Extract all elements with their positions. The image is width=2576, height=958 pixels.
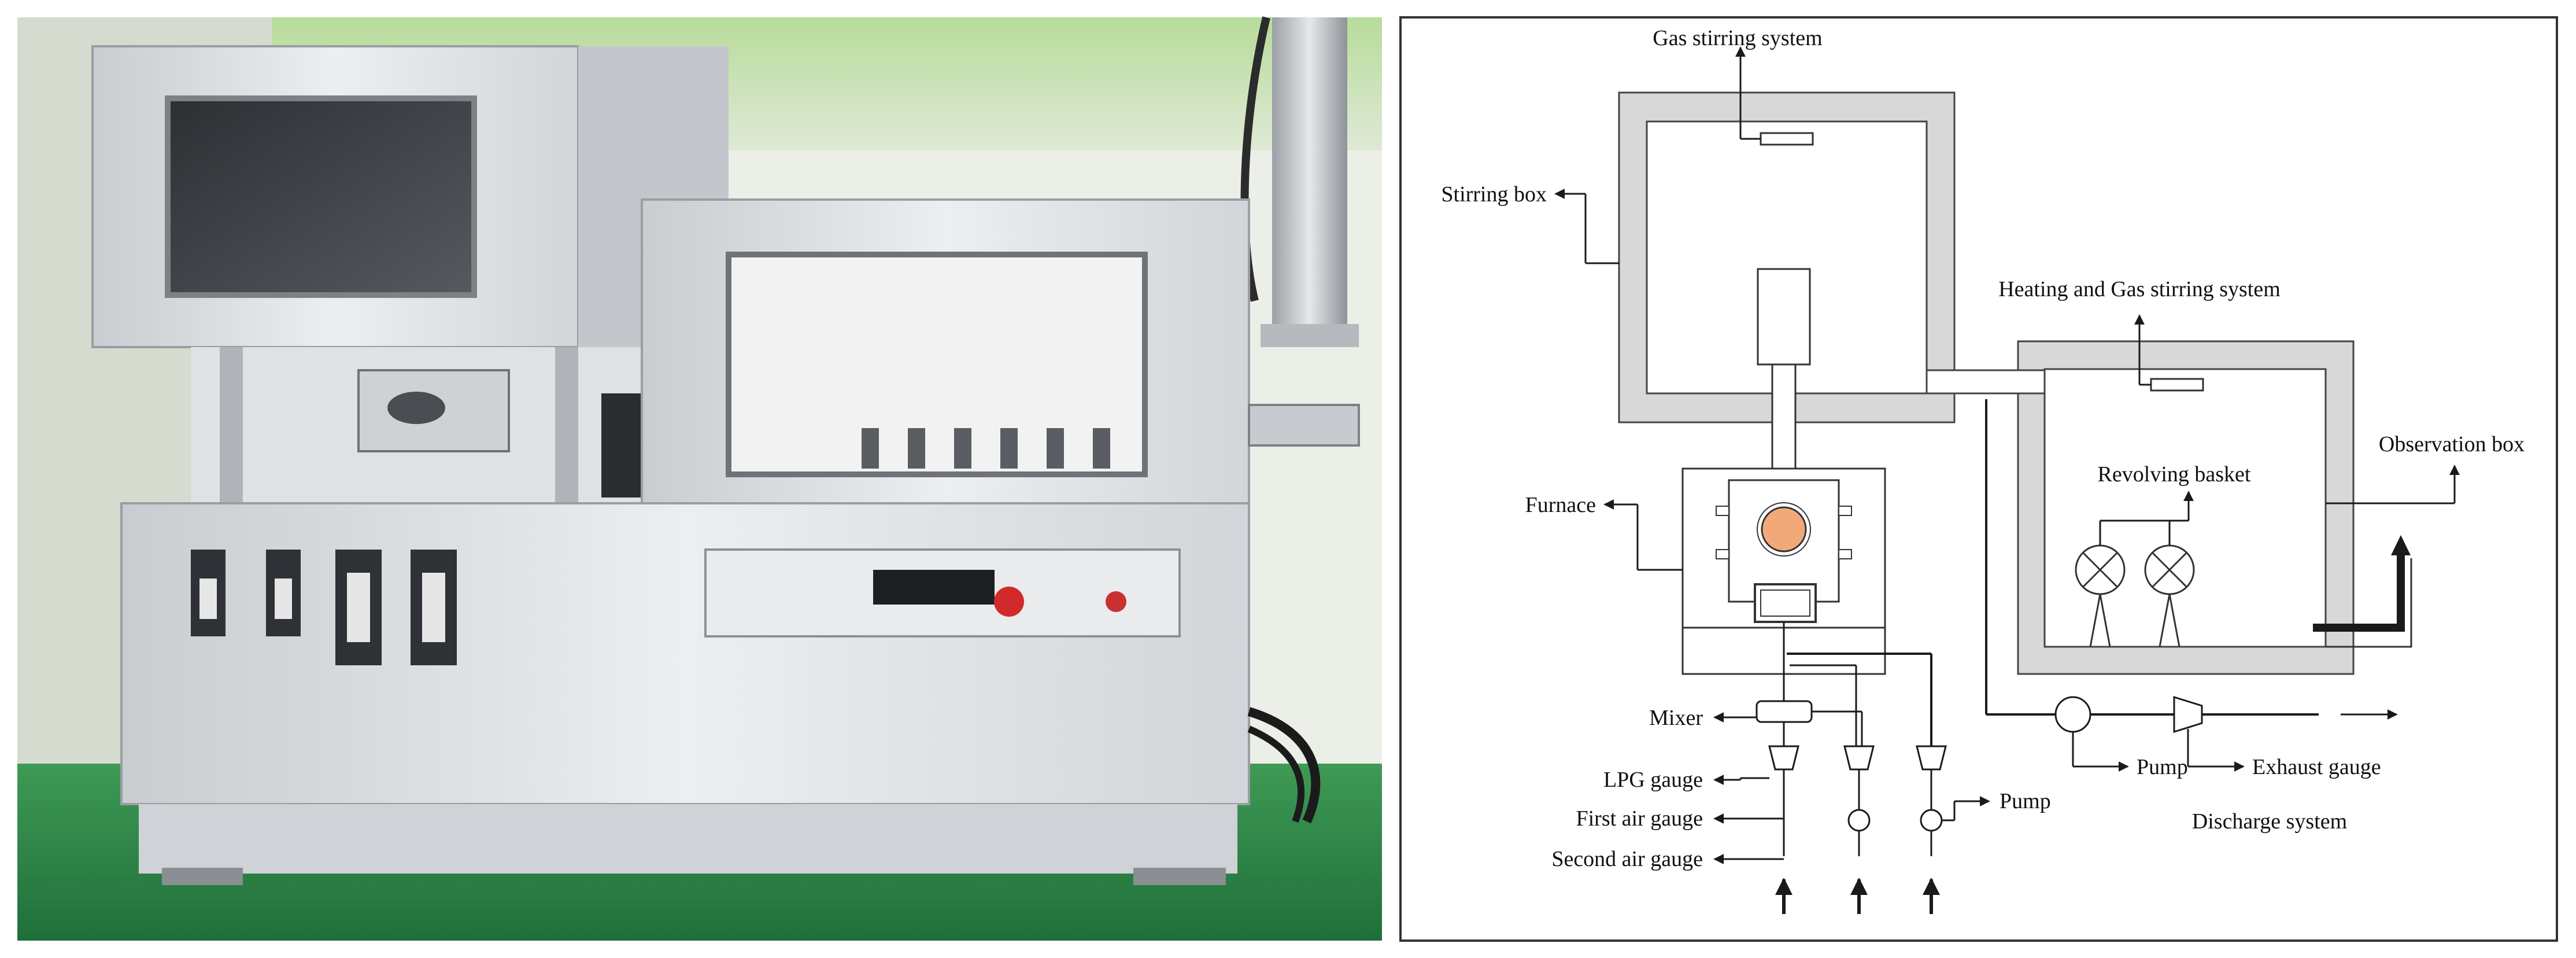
label-first-air-gauge: First air gauge <box>1576 806 1703 831</box>
lpg-gauge-symbol <box>1768 745 1799 771</box>
label-pump-discharge: Pump <box>2137 755 2188 779</box>
revolving-basket-schematic <box>2075 544 2195 647</box>
label-gas-stirring-system: Gas stirring system <box>1653 26 1822 50</box>
foot-right <box>1133 868 1226 885</box>
display <box>873 570 995 605</box>
furnace-tab <box>1716 549 1729 559</box>
label-stirring-box: Stirring box <box>1441 182 1547 207</box>
label-second-air-gauge: Second air gauge <box>1551 847 1703 871</box>
label-lpg-gauge: LPG gauge <box>1603 768 1703 792</box>
duct <box>1272 17 1347 341</box>
flue-pipe <box>1771 363 1797 473</box>
revolving-basket-fins <box>862 428 1110 469</box>
exhaust-gauge-symbol <box>2173 695 2203 734</box>
burner-flame <box>1761 506 1807 552</box>
outlet-arrowhead <box>2391 535 2411 555</box>
flow-gauges <box>191 550 457 665</box>
observation-window <box>726 252 1148 477</box>
apparatus-photo <box>17 16 1382 941</box>
heating-stirring-element <box>2150 378 2204 392</box>
mixer-symbol <box>1755 700 1813 723</box>
label-heating-gas-stirring: Heating and Gas stirring system <box>1998 277 2281 301</box>
cabinet-base <box>139 804 1237 874</box>
burner-ring <box>1757 502 1811 557</box>
label-revolving-basket: Revolving basket <box>2098 462 2251 487</box>
foot-left <box>162 868 243 885</box>
label-mixer: Mixer <box>1649 706 1703 730</box>
upper-window <box>165 95 477 298</box>
exhaust-nozzle <box>1248 404 1360 447</box>
gas-stirring-element <box>1760 132 1814 146</box>
label-exhaust-gauge: Exhaust gauge <box>2252 755 2381 779</box>
discharge-pump <box>2054 696 2091 733</box>
hose <box>1247 707 1321 824</box>
observation-outlet <box>2313 550 2405 632</box>
furnace-tab <box>1838 506 1852 516</box>
schematic-diagram: Gas stirring system Stirring box Heating… <box>1399 16 2558 942</box>
furnace-port-inner <box>1760 589 1810 617</box>
burner-gauge <box>387 392 445 424</box>
indicator-light <box>1106 591 1126 612</box>
label-furnace: Furnace <box>1525 493 1596 517</box>
hose-2 <box>1247 725 1304 823</box>
first-air-pump <box>1847 809 1871 832</box>
label-discharge-system: Discharge system <box>2192 809 2347 834</box>
duct-flange <box>1261 324 1359 347</box>
furnace-tab <box>1838 549 1852 559</box>
furnace-tab <box>1716 506 1729 516</box>
first-air-gauge-symbol <box>1843 745 1875 771</box>
flue-top <box>1757 268 1811 366</box>
column-right <box>555 347 578 503</box>
second-air-pump <box>1920 809 1943 832</box>
schematic-frame <box>1399 16 2558 942</box>
label-observation-box: Observation box <box>2379 432 2525 456</box>
inlet-arrows <box>1775 878 1940 914</box>
emergency-button <box>994 587 1024 617</box>
second-air-gauge-symbol <box>1916 745 1947 771</box>
column-left <box>220 347 243 503</box>
duct-fill <box>1931 372 2041 392</box>
outlet-outline <box>2326 558 2412 648</box>
label-pump-inlet: Pump <box>2000 789 2051 813</box>
